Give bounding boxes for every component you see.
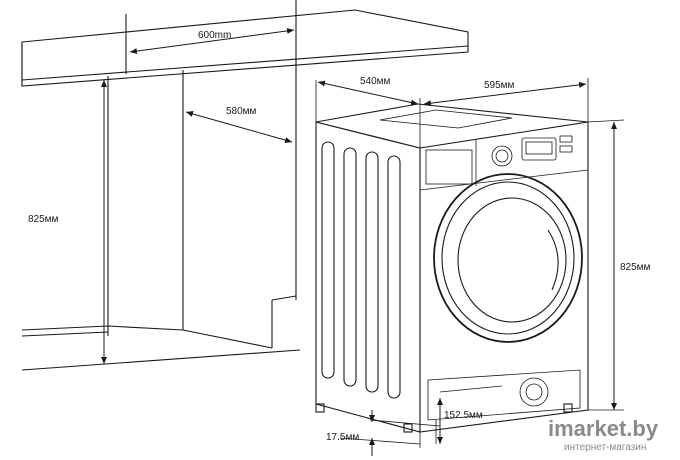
- watermark: imarket.by интернет-магазин: [548, 416, 659, 453]
- dimension-lines: [101, 27, 625, 456]
- dim-foot-height: 17.5мм: [326, 432, 359, 443]
- washing-machine: [315, 103, 589, 433]
- watermark-brand: imarket.by: [548, 416, 659, 441]
- dim-door-protrusion: 152.5мм: [444, 410, 483, 421]
- dim-machine-depth: 540мм: [360, 76, 391, 87]
- dim-cabinet-width: 600mm: [198, 30, 231, 41]
- cabinet-niche: [21, 0, 469, 371]
- dim-machine-height: 825мм: [620, 262, 651, 273]
- dim-machine-width: 595мм: [484, 80, 515, 91]
- dim-cabinet-depth: 580мм: [226, 106, 257, 117]
- dim-cabinet-height: 825мм: [28, 214, 59, 225]
- watermark-tagline: интернет-магазин: [564, 442, 646, 453]
